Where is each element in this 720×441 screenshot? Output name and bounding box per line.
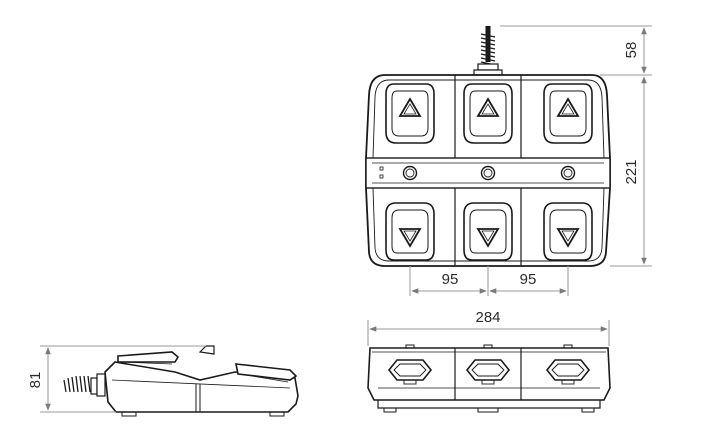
circle-led-icon <box>560 165 576 181</box>
dimension-spacing: 95 95 <box>409 266 569 296</box>
triangle-down-icon <box>398 228 422 248</box>
dimension-label-spacing-right: 95 <box>520 271 537 288</box>
dimension-label-spacing-left: 95 <box>442 271 459 288</box>
cable <box>473 26 503 76</box>
triangle-down-icon <box>556 228 580 248</box>
dimension-side-height: 81 <box>27 345 206 413</box>
dimension-total-width: 284 <box>367 309 610 346</box>
front-pedal-center <box>465 359 511 385</box>
dimension-height: 221 <box>610 76 652 267</box>
dimension-label-side-height: 81 <box>27 372 44 389</box>
pedal-up-left <box>385 83 435 144</box>
front-pedal-right <box>545 359 591 385</box>
triangle-up-icon <box>476 97 500 117</box>
dimension-label-width: 284 <box>475 309 500 326</box>
front-pedal-left <box>387 359 433 385</box>
side-cable <box>63 373 106 397</box>
dimension-label-cable: 58 <box>623 42 640 59</box>
circle-led-icon <box>402 165 418 181</box>
side-view <box>63 345 299 417</box>
pedal-up-center <box>463 83 513 144</box>
triangle-up-icon <box>398 97 422 117</box>
side-pedal-rear <box>117 351 180 365</box>
pedal-down-center <box>463 202 513 261</box>
dimension-label-height: 221 <box>623 159 640 184</box>
circle-led-icon <box>480 165 496 181</box>
dimension-cable-length: 58 <box>500 25 652 76</box>
pedal-down-right <box>543 202 593 261</box>
triangle-up-icon <box>556 97 580 117</box>
triangle-down-icon <box>476 228 500 248</box>
pedal-down-left <box>385 202 435 261</box>
pedal-up-right <box>543 83 593 144</box>
top-view <box>365 26 611 267</box>
side-pedal-front <box>235 363 298 383</box>
front-view <box>367 344 611 413</box>
